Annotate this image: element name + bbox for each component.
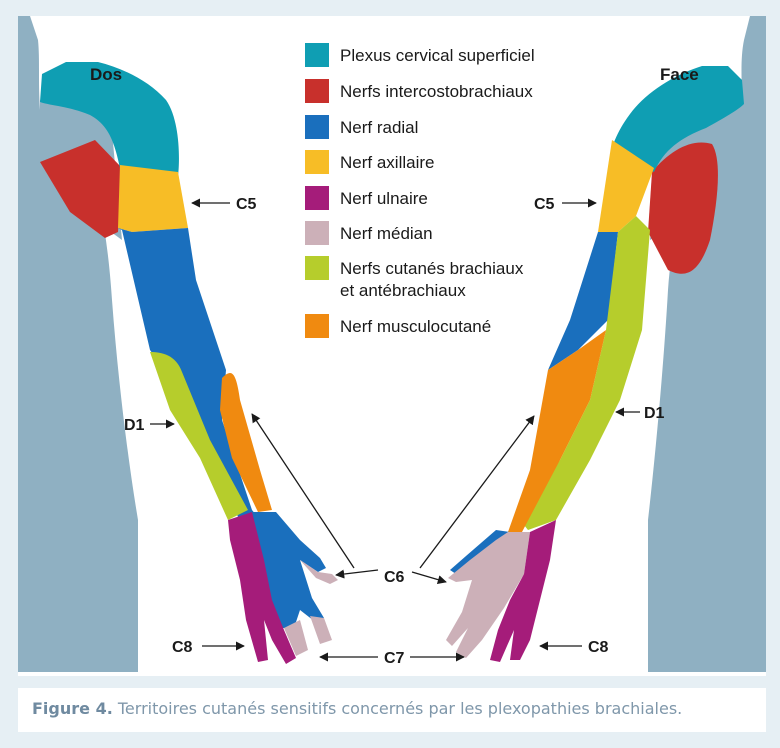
back-cervical-zone xyxy=(40,62,179,176)
back-intercostobrachial-zone xyxy=(40,140,122,238)
c6-arrow-back-thumb xyxy=(335,569,379,579)
c6-arrow-front-thumb xyxy=(411,571,447,585)
legend-label: Nerf axillaire xyxy=(340,153,434,172)
root-labels: C5 C5 D1 D1 C6 C7 C8 C8 xyxy=(124,196,665,667)
root-arrows xyxy=(150,198,640,662)
c8-left-label: C8 xyxy=(172,639,193,656)
c6-label: C6 xyxy=(384,569,405,586)
caption-box: Figure 4. Territoires cutanés sensitifs … xyxy=(18,688,766,732)
front-musculocutaneous-zone xyxy=(508,330,606,532)
back-cutaneous-zone xyxy=(150,352,248,520)
front-radial-zone xyxy=(548,232,618,370)
back-axillary-zone xyxy=(118,165,188,232)
legend-label: Nerf radial xyxy=(340,118,418,137)
back-hand-radial xyxy=(252,512,326,628)
front-view-arm xyxy=(446,66,744,662)
c5-left-label: C5 xyxy=(236,196,257,213)
front-intercostobrachial-zone xyxy=(648,142,718,274)
front-cutaneous-zone xyxy=(520,216,650,530)
front-hand-median xyxy=(446,532,530,658)
figure-caption: Figure 4. Territoires cutanés sensitifs … xyxy=(32,699,682,718)
back-hand-median xyxy=(300,560,338,584)
legend-label: Nerfs cutanés brachiaux xyxy=(340,259,524,278)
back-view-arm xyxy=(40,62,338,664)
legend-swatch xyxy=(305,43,329,67)
d1-left-label: D1 xyxy=(124,417,145,434)
c7-label: C7 xyxy=(384,650,405,667)
c6-arrow-front-forearm xyxy=(419,415,535,569)
back-musculocutaneous-zone xyxy=(220,373,272,512)
c6-arrow-back-forearm xyxy=(251,413,355,569)
caption-prefix: Figure 4. xyxy=(32,699,113,718)
legend-label: Nerf médian xyxy=(340,224,433,243)
legend-label: Nerf musculocutané xyxy=(340,317,491,336)
legend-label: Nerf ulnaire xyxy=(340,189,428,208)
caption-text: Territoires cutanés sensitifs concernés … xyxy=(112,699,683,718)
legend-swatch xyxy=(305,314,329,338)
legend-swatch xyxy=(305,186,329,210)
back-hand-ulnar xyxy=(228,512,296,664)
back-view-label: Dos xyxy=(90,65,122,84)
legend-swatch xyxy=(305,150,329,174)
legend-label-line2: et antébrachiaux xyxy=(340,281,466,300)
c5-right-label: C5 xyxy=(534,196,555,213)
legend-swatch xyxy=(305,221,329,245)
legend-label: Nerfs intercostobrachiaux xyxy=(340,82,533,101)
legend-label: Plexus cervical superficiel xyxy=(340,46,535,65)
back-radial-zone xyxy=(118,228,260,522)
legend-swatch xyxy=(305,115,329,139)
legend-swatch xyxy=(305,79,329,103)
c8-right-label: C8 xyxy=(588,639,609,656)
front-hand-ulnar xyxy=(490,520,556,662)
d1-right-label: D1 xyxy=(644,405,665,422)
front-axillary-zone xyxy=(598,140,654,232)
back-fingertips-median xyxy=(284,616,332,656)
legend-swatch xyxy=(305,256,329,280)
front-cervical-zone xyxy=(612,66,744,172)
front-view-label: Face xyxy=(660,65,699,84)
